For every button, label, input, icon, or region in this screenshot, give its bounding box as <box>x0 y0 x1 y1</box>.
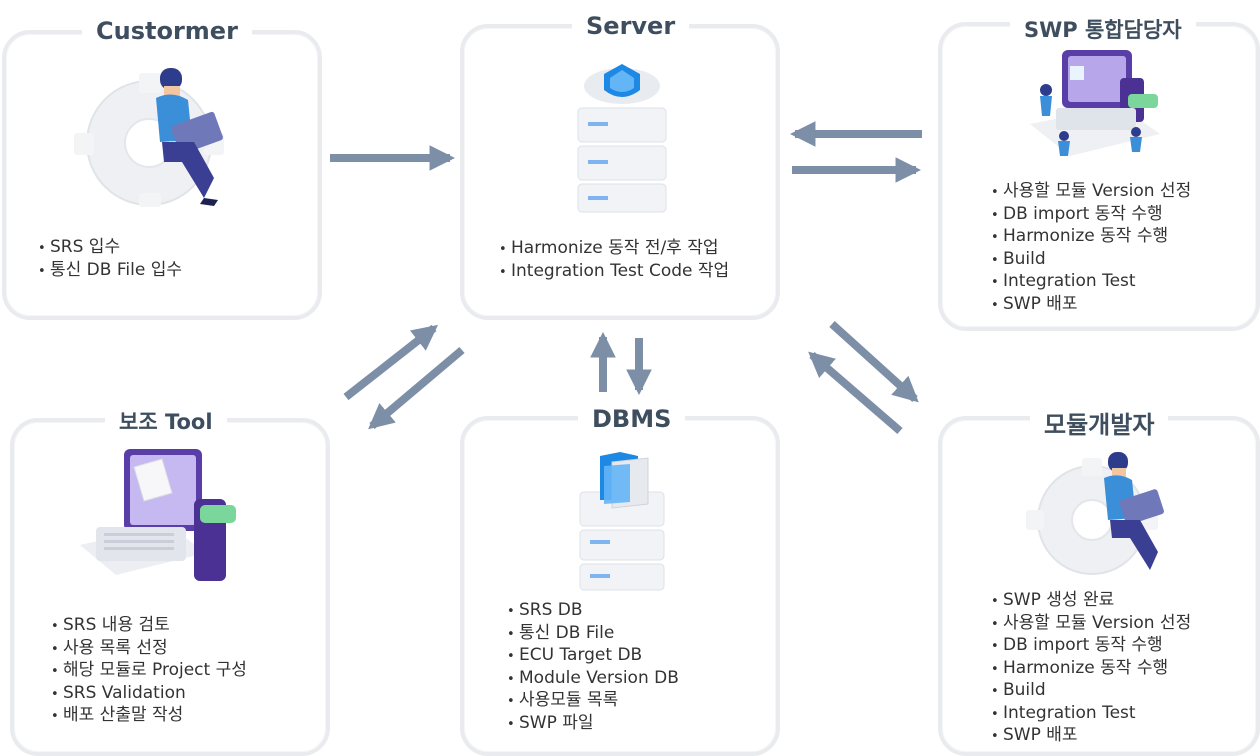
laptop-documents-icon <box>80 449 236 581</box>
list-item: 통신 DB File <box>507 623 679 646</box>
arrow-dev-to-server <box>808 351 903 435</box>
list-item: Harmonize 동작 전/후 작업 <box>499 238 729 261</box>
list-item: Harmonize 동작 수행 <box>991 658 1191 681</box>
list-item: Integration Test <box>991 271 1191 294</box>
list-item: Build <box>991 680 1191 703</box>
list-item: Module Version DB <box>507 668 679 691</box>
list-item: DB import 동작 수행 <box>991 204 1191 227</box>
user-laptop-gear-icon <box>74 68 224 207</box>
dbms-list: SRS DB 통신 DB File ECU Target DB Module V… <box>507 600 679 735</box>
list-item: SWP 배포 <box>991 294 1191 317</box>
list-item: Harmonize 동작 수행 <box>991 226 1191 249</box>
list-item: Integration Test Code 작업 <box>499 261 729 284</box>
list-item: DB import 동작 수행 <box>991 635 1191 658</box>
developer-laptop-gear-icon <box>1026 452 1164 575</box>
list-item: 사용할 모듈 Version 선정 <box>991 181 1191 204</box>
list-item: SRS 내용 검토 <box>51 615 247 638</box>
server-rack-icon <box>577 64 667 213</box>
dev-title: 모듈개발자 <box>1030 405 1169 440</box>
list-item: SWP 배포 <box>991 725 1191 748</box>
tool-title: 보조 Tool <box>105 406 227 436</box>
list-item: SRS Validation <box>51 683 247 706</box>
list-item: SRS 입수 <box>38 237 182 260</box>
customer-title: Custormer <box>82 17 252 45</box>
arrow-server-to-tool <box>368 346 465 430</box>
list-item: 통신 DB File 입수 <box>38 260 182 283</box>
arrow-server-to-dev <box>829 321 919 403</box>
list-item: 사용모듈 목록 <box>507 690 679 713</box>
list-item: 사용 목록 선정 <box>51 638 247 661</box>
dbms-title: DBMS <box>578 405 686 433</box>
database-folder-icon <box>579 452 665 591</box>
list-item: ECU Target DB <box>507 645 679 668</box>
server-list: Harmonize 동작 전/후 작업 Integration Test Cod… <box>499 238 729 283</box>
customer-list: SRS 입수 통신 DB File 입수 <box>38 237 182 282</box>
list-item: Integration Test <box>991 703 1191 726</box>
list-item: SRS DB <box>507 600 679 623</box>
team-laptop-icon <box>1030 50 1160 156</box>
swp-list: 사용할 모듈 Version 선정 DB import 동작 수행 Harmon… <box>991 181 1191 316</box>
list-item: SWP 생성 완료 <box>991 590 1191 613</box>
arrow-tool-to-server <box>343 324 439 401</box>
list-item: 배포 산출말 작성 <box>51 705 247 728</box>
list-item: SWP 파일 <box>507 713 679 736</box>
dev-list: SWP 생성 완료 사용할 모듈 Version 선정 DB import 동작… <box>991 590 1191 748</box>
tool-list: SRS 내용 검토 사용 목록 선정 해당 모듈로 Project 구성 SRS… <box>51 615 247 728</box>
server-title: Server <box>572 12 690 40</box>
list-item: 해당 모듈로 Project 구성 <box>51 660 247 683</box>
swp-title: SWP 통합담당자 <box>1010 14 1196 44</box>
list-item: 사용할 모듈 Version 선정 <box>991 613 1191 636</box>
list-item: Build <box>991 249 1191 272</box>
